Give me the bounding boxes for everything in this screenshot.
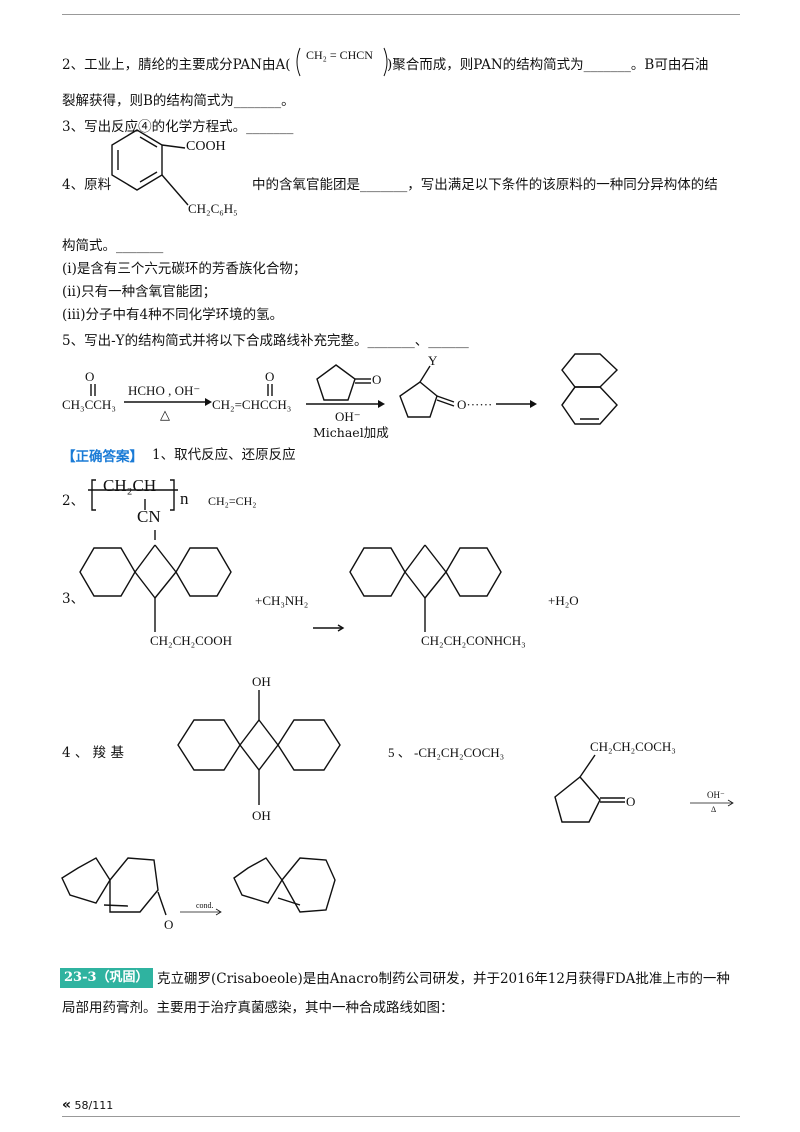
michael-oh: OH⁻ (335, 409, 361, 424)
top-rule (62, 14, 740, 15)
q4-condition-1: (ⅰ)是含有三个六元碳环的芳香族化合物； (62, 261, 307, 277)
bottom-rule (62, 1116, 740, 1117)
reagent-hcho: HCHO , OH⁻ (128, 383, 201, 398)
mvk-structure (267, 384, 273, 396)
mvk-formula: CH₂=CHCCH₃ (212, 397, 292, 412)
q3-text: 3、写出反应④的化学方程式。_______ (62, 119, 294, 135)
intermediate-ring (399, 365, 455, 418)
cyclopentanone-o: O (372, 372, 382, 387)
water: +H₂O (548, 593, 579, 608)
q4-condition-3: (iii)分子中有4种不同化学环境的氢。 (62, 307, 284, 323)
acetone-formula: CH₃CCH₃ (62, 397, 116, 412)
answer-1: 1、取代反应、还原反应 (152, 447, 296, 463)
anthracenediol-top-oh: OH (252, 674, 271, 689)
cyclopentanone (316, 364, 371, 401)
answer-4: 4 、 羧 基 (62, 745, 124, 761)
q5-text: 5、写出-Y的结构简式并将以下合成路线补充完整。_______、______ (62, 333, 469, 349)
mvk-o: O (265, 369, 275, 384)
polymer-n: n (180, 489, 189, 508)
q4-cooh-label: COOH (186, 139, 226, 154)
methylamine: +CH₃NH₂ (255, 593, 309, 608)
question-badge: 23-3（巩固） (60, 968, 153, 988)
q23-line1: 克立硼罗(Crisaboeole)是由Anacro制药公司研发，并于2016年1… (157, 971, 730, 987)
enone-o: O (164, 917, 174, 932)
q2-right-paren (383, 47, 388, 77)
page-number: 58/111 (74, 1099, 114, 1112)
arrow-2 (306, 400, 385, 408)
arrow-answer-3 (313, 624, 345, 632)
answer-label: 【正确答案】 (62, 449, 143, 465)
q2-formula: CH₂ = CHCN (306, 48, 373, 62)
answer-5-side-chain: CH₂CH₂COCH₃ (590, 739, 676, 754)
answer-5-ketone (554, 754, 625, 823)
cond-arrow (180, 908, 222, 916)
polymer-brackets (88, 479, 178, 511)
arrow-1 (124, 398, 212, 406)
q2-line1-start: 2、工业上，腈纶的主要成分PAN由A( (62, 57, 291, 73)
reactant-side-chain: CH₂CH₂COOH (150, 633, 233, 648)
answer-5-arrow (690, 799, 734, 807)
q4-label: 4、原料 (62, 177, 112, 193)
cond-label: cond. (196, 901, 214, 910)
answer-5-arrow-oh: OH⁻ (707, 790, 725, 800)
anthracenediol (177, 690, 341, 805)
q2-left-paren (296, 47, 301, 77)
q4-text2: 构简式。_______ (62, 238, 164, 254)
answer-5-ketone-o: O (626, 794, 636, 809)
q2-line2: 裂解获得，则B的结构简式为_______。 (62, 93, 295, 109)
intermediate-o-dots: O······ (457, 397, 493, 412)
answer-2-ethylene: CH₂=CH₂ (208, 494, 257, 508)
q4-benzene-ring (111, 129, 189, 206)
hydrindene-target (561, 353, 619, 425)
footer-marker: « (62, 1097, 72, 1113)
intermediate-y: Y (428, 353, 438, 368)
acetone-structure (90, 384, 96, 396)
arrow-3 (496, 400, 537, 408)
product-side-chain: CH₂CH₂CONHCH₃ (421, 633, 526, 648)
product-bicyclic (349, 544, 502, 632)
michael-label: Michael加成 (313, 425, 389, 440)
q4-condition-2: (ⅱ)只有一种含氧官能团； (62, 284, 217, 300)
polymer-cn: CN (137, 507, 161, 526)
page-footer: « 58/111 (62, 1097, 113, 1113)
q2-line1-end: )聚合而成，则PAN的结构简式为_______。B可由石油 (387, 57, 709, 73)
enone-structure (61, 857, 167, 916)
q4-substituent-label: CH₂C₆H₅ (188, 201, 238, 216)
heat-symbol: △ (160, 407, 170, 422)
answer-5-arrow-heat: Δ (711, 805, 717, 814)
q23-line2: 局部用药膏剂。主要用于治疗真菌感染，其中一种合成路线如图： (62, 1000, 454, 1016)
q4-text1: 中的含氧官能团是_______，写出满足以下条件的该原料的一种同分异构体的结 (252, 177, 718, 193)
final-product (233, 857, 336, 913)
answer-2-number: 2、 (62, 493, 85, 509)
anthracenediol-bottom-oh: OH (252, 808, 271, 823)
reactant-bicyclic (79, 530, 232, 632)
answer-3-number: 3、 (62, 591, 85, 607)
acetone-o: O (85, 369, 95, 384)
answer-5: 5 、 -CH₂CH₂COCH₃ (388, 745, 505, 760)
